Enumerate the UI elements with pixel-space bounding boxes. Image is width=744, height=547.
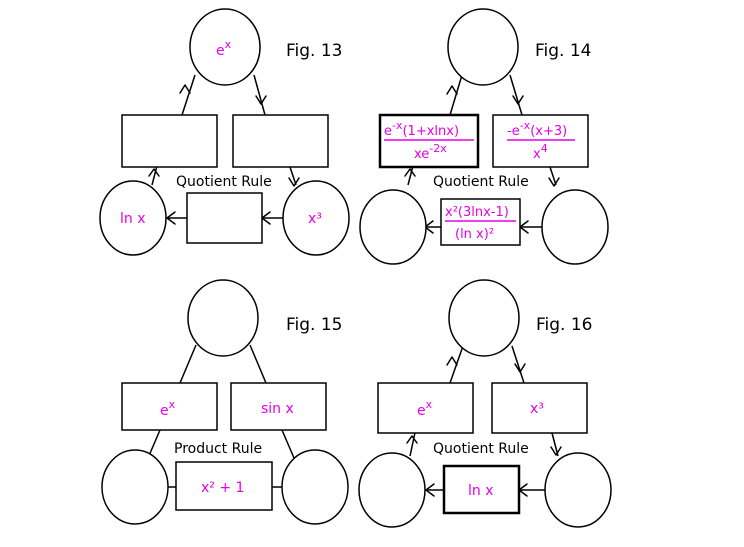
left-node (359, 189, 427, 265)
left-box-numerator: e-x(1+xlnx) (384, 119, 459, 139)
arrow-head (446, 85, 458, 95)
connector (179, 344, 197, 384)
right-box-denominator: x4 (533, 142, 548, 162)
arrow-head (512, 95, 524, 105)
right-box (232, 114, 329, 168)
left-box (377, 382, 474, 434)
right-box-label: x³ (530, 401, 544, 417)
fig-caption: Fig. 15 (286, 315, 343, 335)
right-box-numerator: -e-x(x+3) (507, 119, 567, 139)
fig-16: Fig. 16 Quotient Rule ex x³ ln x (358, 279, 612, 528)
arrow-head (288, 177, 300, 187)
left-box-denominator: xe-2x (414, 142, 447, 162)
left-node (101, 449, 169, 525)
rule-label: Quotient Rule (433, 174, 529, 190)
bottom-box-numerator: x²(3lnx-1) (445, 205, 509, 220)
left-box (378, 113, 480, 169)
fig-15: Fig. 15 Product Rule ex sin x x² + 1 (101, 279, 349, 525)
bottom-box-label: x² + 1 (201, 480, 244, 496)
connector (249, 344, 267, 384)
top-node-label: ex (216, 38, 232, 59)
top-node (448, 279, 520, 357)
connector (549, 166, 557, 186)
right-box (491, 382, 588, 434)
arrow-head (446, 356, 458, 366)
arrow-head (179, 84, 191, 94)
connector (181, 74, 196, 116)
left-box (121, 114, 218, 168)
rule-label: Product Rule (174, 441, 262, 457)
connector (449, 74, 463, 116)
rule-label: Quotient Rule (433, 441, 529, 457)
left-node (99, 180, 167, 256)
arrow-head (255, 95, 267, 105)
fig-caption: Fig. 14 (535, 41, 592, 61)
bottom-box (175, 461, 273, 511)
connector (281, 429, 295, 459)
arrow-head (514, 363, 526, 373)
left-node-label: ln x (120, 211, 146, 227)
top-node (447, 8, 519, 86)
connector (509, 74, 523, 116)
bottom-box-label: ln x (468, 483, 494, 499)
left-box-label: ex (417, 398, 433, 419)
bottom-box-denominator: (ln x)² (455, 227, 494, 242)
top-node (187, 279, 259, 357)
right-node-label: x³ (308, 211, 322, 227)
bottom-box (442, 464, 521, 515)
connector (289, 166, 297, 186)
fig-14: Fig. 14 Quotient Rule e-x(1+xlnx) xe-2x … (359, 8, 609, 265)
connector (253, 74, 266, 116)
left-box-label: ex (160, 398, 176, 419)
connector (511, 345, 525, 384)
arrow-head (406, 435, 418, 444)
right-node (544, 452, 612, 528)
fig-caption: Fig. 13 (286, 41, 343, 61)
bottom-box (440, 198, 521, 246)
top-node (189, 8, 261, 86)
arrow-head (166, 211, 176, 225)
left-box (121, 382, 218, 431)
arrow-head (425, 483, 435, 497)
arrow-head (404, 168, 416, 177)
right-box-label: sin x (261, 401, 294, 417)
right-node (541, 189, 609, 265)
arrow-head (148, 168, 160, 177)
right-box (492, 114, 589, 168)
right-node (282, 180, 350, 256)
arrow-head (550, 446, 562, 456)
rule-label: Quotient Rule (176, 174, 272, 190)
right-node (281, 449, 349, 525)
left-node (358, 452, 426, 528)
fig-caption: Fig. 16 (536, 315, 593, 335)
right-box (230, 382, 327, 431)
fig-13: Fig. 13 Quotient Rule ex ln x x³ (99, 8, 350, 256)
bottom-box (186, 192, 263, 244)
arrow-head (548, 177, 560, 187)
